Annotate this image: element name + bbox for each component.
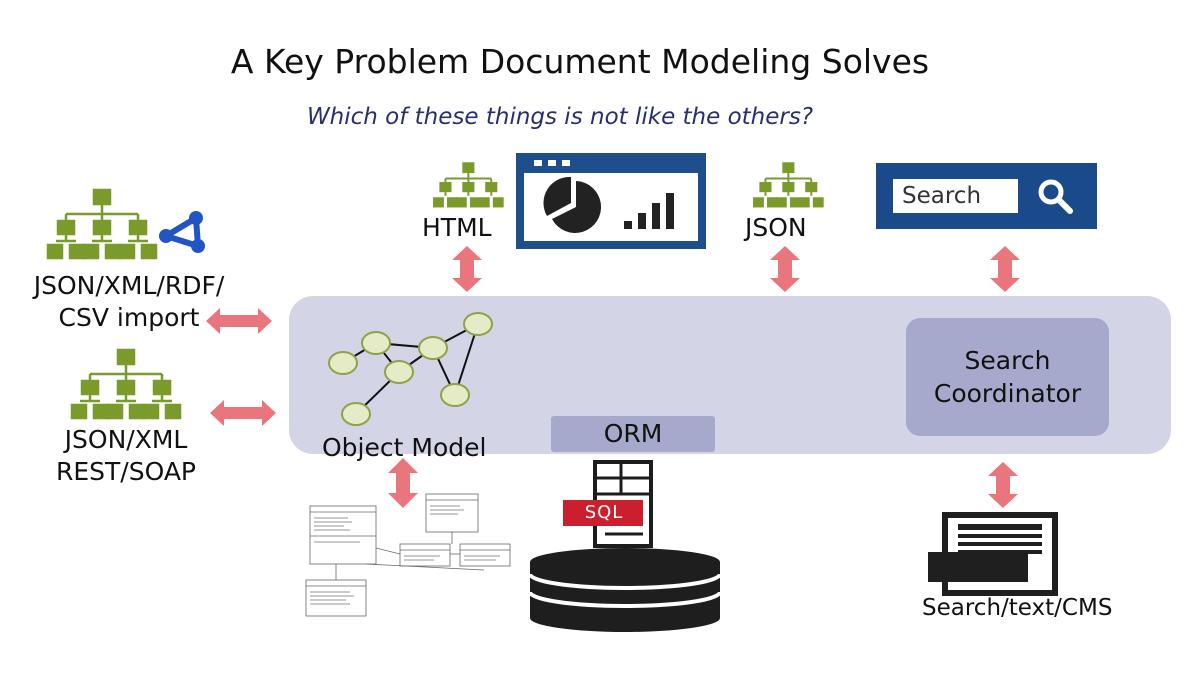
arrow-search xyxy=(990,246,1020,292)
dashboard-chart-icon xyxy=(516,153,706,249)
import-label-line1: JSON/XML/RDF/ xyxy=(33,271,225,300)
arrow-json xyxy=(770,246,800,292)
import-label-line2: CSV import xyxy=(58,303,200,332)
terminal-document-icon xyxy=(928,512,1058,596)
tree-hierarchy-icon-html xyxy=(433,162,504,208)
search-button-label: Search xyxy=(893,179,1018,213)
slide-title: A Key Problem Document Modeling Solves xyxy=(230,42,930,81)
object-graph-icon xyxy=(328,312,493,426)
arrow-cms xyxy=(988,462,1018,508)
rest-label: JSON/XML REST/SOAP xyxy=(20,424,232,488)
search-coordinator-box: Search Coordinator xyxy=(906,318,1109,436)
tree-hierarchy-icon-left-top xyxy=(46,188,158,260)
sql-document-icon xyxy=(563,460,653,548)
sql-label: SQL xyxy=(584,502,624,523)
arrow-import xyxy=(206,308,272,334)
search-coordinator-line2: Coordinator xyxy=(933,379,1082,408)
network-graph-icon xyxy=(159,211,205,253)
object-model-label: Object Model xyxy=(322,433,487,462)
uml-diagram xyxy=(305,493,511,617)
slide-subtitle: Which of these things is not like the ot… xyxy=(306,104,814,130)
search-magnifier-icon xyxy=(1038,179,1073,214)
arrow-object-model xyxy=(388,458,418,508)
arrow-rest xyxy=(210,400,276,426)
arrow-html xyxy=(452,246,482,292)
import-label: JSON/XML/RDF/ CSV import xyxy=(24,270,234,334)
json-label: JSON xyxy=(745,213,807,242)
rest-label-line1: JSON/XML xyxy=(64,425,188,454)
tree-hierarchy-icon-left-bottom xyxy=(70,348,182,420)
database-icon xyxy=(528,548,722,632)
html-label: HTML xyxy=(422,213,492,242)
orm-box: ORM xyxy=(551,416,715,452)
search-coordinator-line1: Search xyxy=(964,346,1051,375)
tree-hierarchy-icon-json xyxy=(753,162,824,208)
rest-label-line2: REST/SOAP xyxy=(55,457,196,486)
search-text-cms-label: Search/text/CMS xyxy=(922,595,1113,621)
search-widget[interactable]: Search xyxy=(876,163,1097,229)
